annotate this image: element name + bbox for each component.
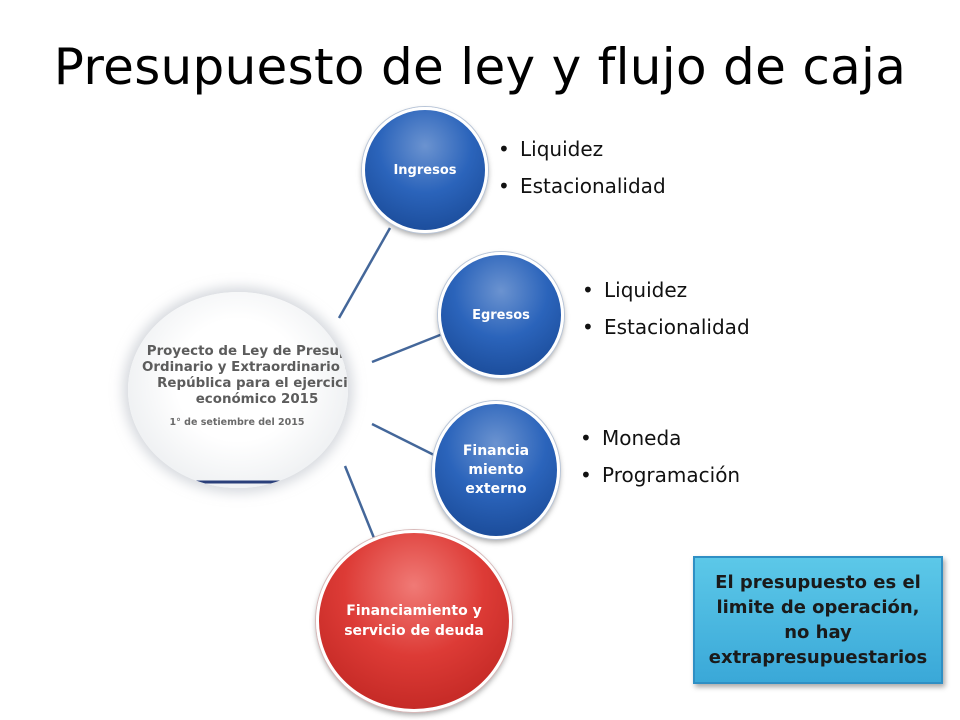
hub-date: 1° de setiembre del 2015 — [169, 417, 305, 428]
node-egresos-label: Egresos — [472, 307, 530, 323]
bullet-item: Moneda — [580, 420, 740, 457]
connector-egresos — [371, 331, 446, 364]
node-financiamiento-externo-label: Financia miento externo — [462, 442, 530, 497]
bullet-item: Liquidez — [498, 131, 666, 168]
hub-line-1: Proyecto de Ley de Presupue — [146, 344, 348, 359]
hub-document-card: Proyecto de Ley de Presupue Ordinario y … — [142, 344, 348, 428]
node-financiamiento-deuda: Financiamiento y servicio de deuda — [316, 530, 512, 712]
node-financiamiento-deuda-label: Financiamiento y servicio de deuda — [344, 603, 484, 639]
financiamiento-externo-bullets: Moneda Programación — [580, 420, 740, 494]
bullet-item: Programación — [580, 457, 740, 494]
note-text: El presupuesto es el limite de operación… — [708, 572, 928, 668]
egresos-bullets: Liquidez Estacionalidad — [582, 272, 750, 346]
hub-document-image: Proyecto de Ley de Presupue Ordinario y … — [128, 292, 348, 488]
connector-financiamiento-deuda — [343, 465, 376, 539]
node-egresos: Egresos — [438, 252, 564, 378]
node-financiamiento-externo: Financia miento externo — [432, 401, 560, 539]
hub-line-3: República para el ejercicio — [157, 376, 348, 391]
connector-ingresos — [337, 227, 392, 319]
slide-title: Presupuesto de ley y flujo de caja — [53, 38, 907, 96]
bullet-item: Liquidez — [582, 272, 750, 309]
node-ingresos: Ingresos — [362, 107, 488, 233]
node-ingresos-label: Ingresos — [393, 162, 457, 178]
hub-swoosh-decoration — [172, 451, 342, 484]
note-box: El presupuesto es el limite de operación… — [693, 556, 943, 684]
hub-line-4: económico 2015 — [195, 392, 319, 407]
bullet-item: Estacionalidad — [498, 168, 666, 205]
ingresos-bullets: Liquidez Estacionalidad — [498, 131, 666, 205]
connector-financiamiento-externo — [371, 422, 445, 462]
bullet-item: Estacionalidad — [582, 309, 750, 346]
hub-line-2: Ordinario y Extraordinario de l — [142, 360, 348, 375]
